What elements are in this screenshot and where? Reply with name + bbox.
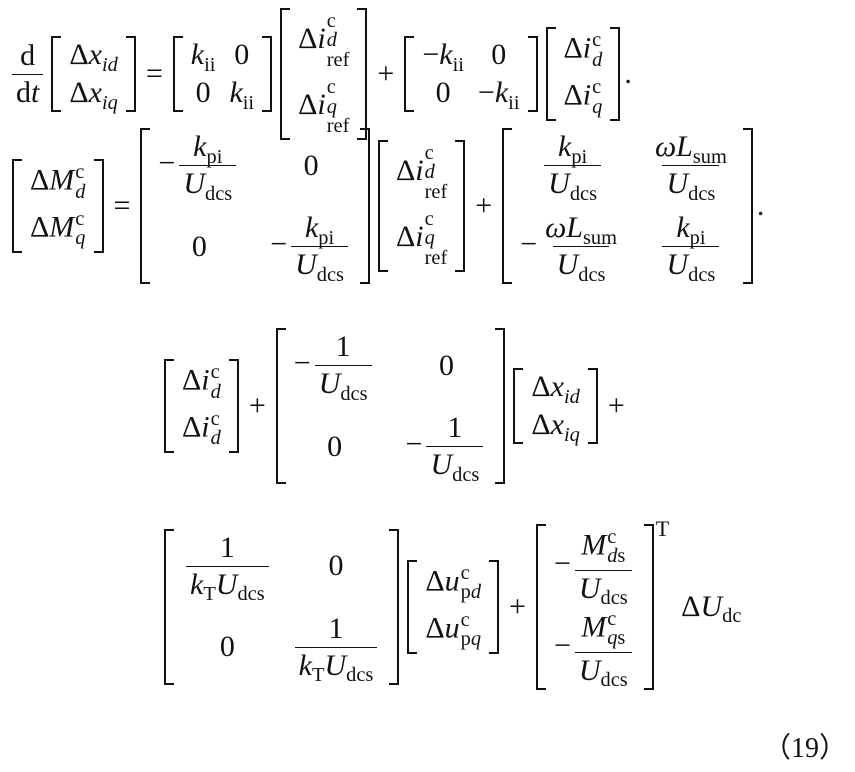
state-vector-x: Δxid Δxiq: [51, 36, 136, 113]
derivative-operator: d dt: [12, 40, 44, 108]
equation-number: （19）: [762, 733, 847, 764]
vector-x-3: Δxid Δxiq: [513, 368, 598, 445]
